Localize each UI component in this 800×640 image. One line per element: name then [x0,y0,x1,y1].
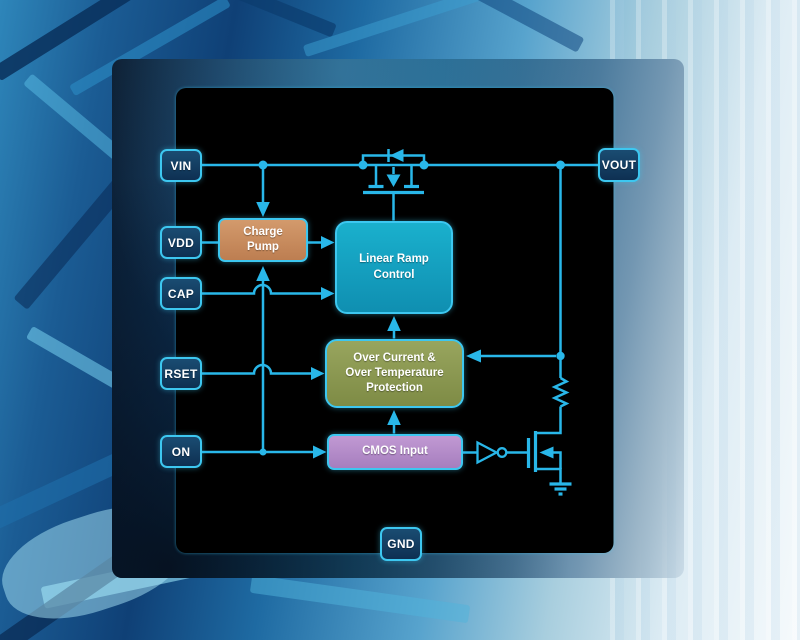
protection-label: Protection [366,382,423,395]
cmos-input-block: CMOS Input [327,434,463,470]
pin-vin: VIN [160,149,202,182]
linear-ramp-control-block: Linear Ramp Control [335,221,453,314]
pin-gnd-label: GND [387,537,415,551]
charge-pump-label: Charge [243,225,283,238]
pin-rset-label: RSET [164,366,198,381]
pin-vout-label: VOUT [601,158,637,172]
pin-on: ON [160,435,202,468]
pin-gnd: GND [380,527,422,561]
protection-label: Over Temperature [345,366,444,379]
pin-vout: VOUT [598,148,640,182]
pin-vin-label: VIN [170,158,192,173]
pin-vdd-label: VDD [167,235,195,250]
cmos-input-label: CMOS Input [362,445,428,458]
pin-on-label: ON [171,444,191,459]
protection-label: Over Current & [353,351,436,364]
protection-block: Over Current & Over Temperature Protecti… [325,339,464,408]
pin-vdd: VDD [160,226,202,259]
pin-rset: RSET [160,357,202,390]
linear-ramp-label: Linear Ramp [359,253,429,266]
linear-ramp-label: Control [373,268,415,281]
pin-cap-label: CAP [167,286,195,301]
charge-pump-block: Charge Pump [218,218,308,262]
pin-cap: CAP [160,277,202,310]
charge-pump-label: Pump [247,241,279,253]
chip-panel [112,59,684,578]
